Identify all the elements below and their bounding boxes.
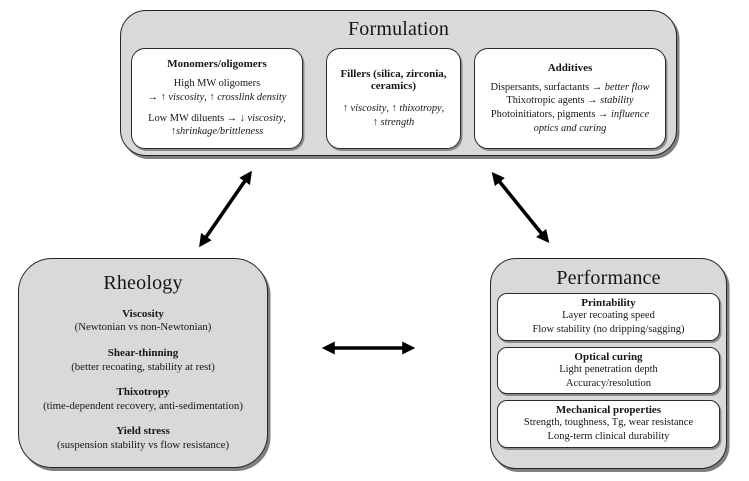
printability-card-title: Printability bbox=[581, 296, 636, 309]
rheology-box: Rheology Viscosity (Newtonian vs non-New… bbox=[18, 258, 268, 468]
arrow-formulation-performance-icon bbox=[491, 171, 550, 244]
monomers-low-mw-text: Low MW diluents → ↓ viscosity,↑shrinkage… bbox=[148, 112, 286, 138]
fillers-effects-text: ↑ viscosity, ↑ thixotropy,↑ strength bbox=[342, 102, 445, 128]
formulation-box: Formulation Monomers/oligomers High MW o… bbox=[120, 10, 677, 156]
optical-curing-card: Optical curing Light penetration depth A… bbox=[497, 346, 720, 395]
monomers-high-mw-text: High MW oligomers→ ↑ viscosity, ↑ crossl… bbox=[147, 78, 287, 103]
rheology-item-heading: Yield stress bbox=[116, 425, 170, 438]
printability-line: Layer recoating speed bbox=[562, 309, 655, 321]
rheology-item-detail: (time-dependent recovery, anti-sedimenta… bbox=[43, 399, 243, 412]
optical-curing-card-title: Optical curing bbox=[574, 350, 643, 363]
additives-card-title: Additives bbox=[547, 61, 593, 74]
rheology-item-detail: (suspension stability vs flow resistance… bbox=[56, 438, 230, 451]
rheology-item-heading: Viscosity bbox=[122, 307, 164, 320]
fillers-card-title: Fillers (silica, zirconia, ceramics) bbox=[340, 67, 447, 92]
monomers-oligomers-card: Monomers/oligomers High MW oligomers→ ↑ … bbox=[131, 48, 303, 149]
rheology-item-viscosity: Viscosity (Newtonian vs non-Newtonian) bbox=[75, 308, 212, 335]
monomers-card-title: Monomers/oligomers bbox=[167, 58, 267, 71]
rheology-item-heading: Thixotropy bbox=[116, 386, 170, 398]
mechanical-properties-card: Mechanical properties Strength, toughnes… bbox=[497, 400, 720, 449]
mechanical-properties-line: Long-term clinical durability bbox=[547, 431, 670, 443]
arrow-formulation-rheology-icon bbox=[199, 170, 252, 248]
additives-card: Additives Dispersants, surfactants → bet… bbox=[474, 48, 666, 149]
performance-title: Performance bbox=[556, 267, 661, 289]
optical-curing-line: Accuracy/resolution bbox=[565, 377, 652, 389]
rheology-item-yield-stress: Yield stress (suspension stability vs fl… bbox=[57, 425, 229, 452]
rheology-item-thixotropy: Thixotropy (time-dependent recovery, ant… bbox=[43, 386, 243, 413]
rheology-item-list: Viscosity (Newtonian vs non-Newtonian) S… bbox=[19, 303, 267, 457]
rheology-item-detail: (better recoating, stability at rest) bbox=[71, 360, 215, 373]
performance-card-list: Printability Layer recoating speed Flow … bbox=[497, 293, 720, 449]
mechanical-properties-card-title: Mechanical properties bbox=[555, 404, 662, 417]
optical-curing-line: Light penetration depth bbox=[559, 363, 658, 375]
formulation-title: Formulation bbox=[347, 18, 450, 40]
rheology-item-shear-thinning: Shear-thinning (better recoating, stabil… bbox=[71, 347, 215, 374]
rheology-item-heading: Shear-thinning bbox=[107, 346, 179, 359]
printability-line: Flow stability (no dripping/sagging) bbox=[532, 323, 685, 335]
performance-box: Performance Printability Layer recoating… bbox=[490, 258, 727, 469]
fillers-card: Fillers (silica, zirconia, ceramics) ↑ v… bbox=[326, 48, 461, 149]
printability-card: Printability Layer recoating speed Flow … bbox=[497, 293, 720, 341]
rheology-item-detail: (Newtonian vs non-Newtonian) bbox=[74, 321, 212, 334]
mechanical-properties-line: Strength, toughness, Tg, wear resistance bbox=[523, 417, 694, 429]
rheology-title: Rheology bbox=[103, 272, 183, 294]
